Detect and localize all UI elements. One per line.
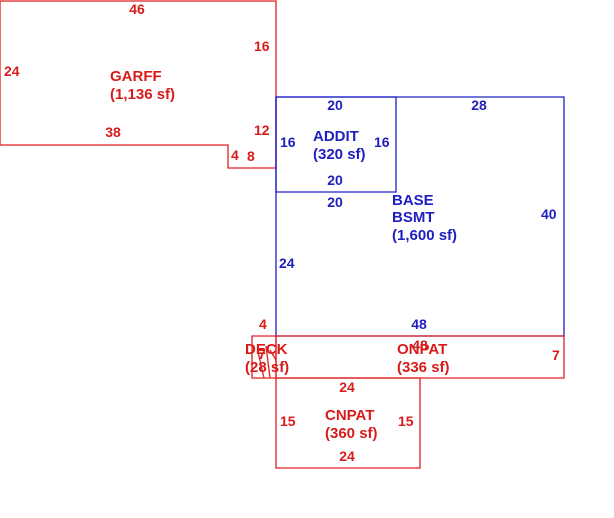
garff-step-4-dimension: 4 (231, 147, 239, 163)
garff-step-vertical-dimension: 12 (254, 122, 270, 138)
cnpat-right-dimension: 15 (398, 413, 414, 429)
base-left-dimension: 24 (279, 255, 295, 271)
onpat-top-dimension: 48 (412, 337, 428, 353)
addit-bottom-dimension: 20 (327, 172, 343, 188)
base-name-line1: BASE (392, 192, 434, 209)
deck-side-dimension: 4 (259, 316, 267, 332)
onpat-right-dimension: 7 (552, 347, 560, 363)
base-name-line2: BSMT (392, 209, 435, 226)
base-bottom-dimension: 48 (411, 316, 427, 332)
addit-left-dimension: 16 (280, 134, 296, 150)
deck-detail-lines (257, 345, 277, 379)
cnpat-area-label: (360 sf) (325, 425, 378, 442)
onpat-name-label: ONPAT (397, 341, 447, 358)
garff-top-dimension: 46 (129, 1, 145, 17)
deck-name-label: DECK (245, 341, 288, 358)
cnpat-name-label: CNPAT (325, 407, 374, 424)
garff-outline (0, 0, 277, 169)
onpat-area-label: (336 sf) (397, 359, 450, 376)
cnpat-left-dimension: 15 (280, 413, 296, 429)
garff-step-8-dimension: 8 (247, 148, 255, 164)
addit-top-dimension: 20 (327, 97, 343, 113)
garff-name-label: GARFF (110, 68, 162, 85)
garff-bottom-dimension: 38 (105, 124, 121, 140)
base-right-dimension: 40 (541, 206, 557, 222)
base-area-label: (1,600 sf) (392, 227, 457, 244)
garff-left-dimension: 24 (4, 63, 20, 79)
addit-outline (275, 96, 397, 193)
deck-seven-dimension: 7 (258, 346, 266, 362)
garff-area-label: (1,136 sf) (110, 86, 175, 103)
base-upper-left-dimension: 20 (327, 194, 343, 210)
addit-right-dimension: 16 (374, 134, 390, 150)
garff-right-dimension: 16 (254, 38, 270, 54)
cnpat-outline (275, 377, 421, 469)
addit-name-label: ADDIT (313, 128, 359, 145)
base-top-dimension: 28 (471, 97, 487, 113)
addit-area-label: (320 sf) (313, 146, 366, 163)
cnpat-top-dimension: 24 (339, 379, 355, 395)
cnpat-bottom-dimension: 24 (339, 448, 355, 464)
deck-area-label: (28 sf) (245, 359, 289, 376)
